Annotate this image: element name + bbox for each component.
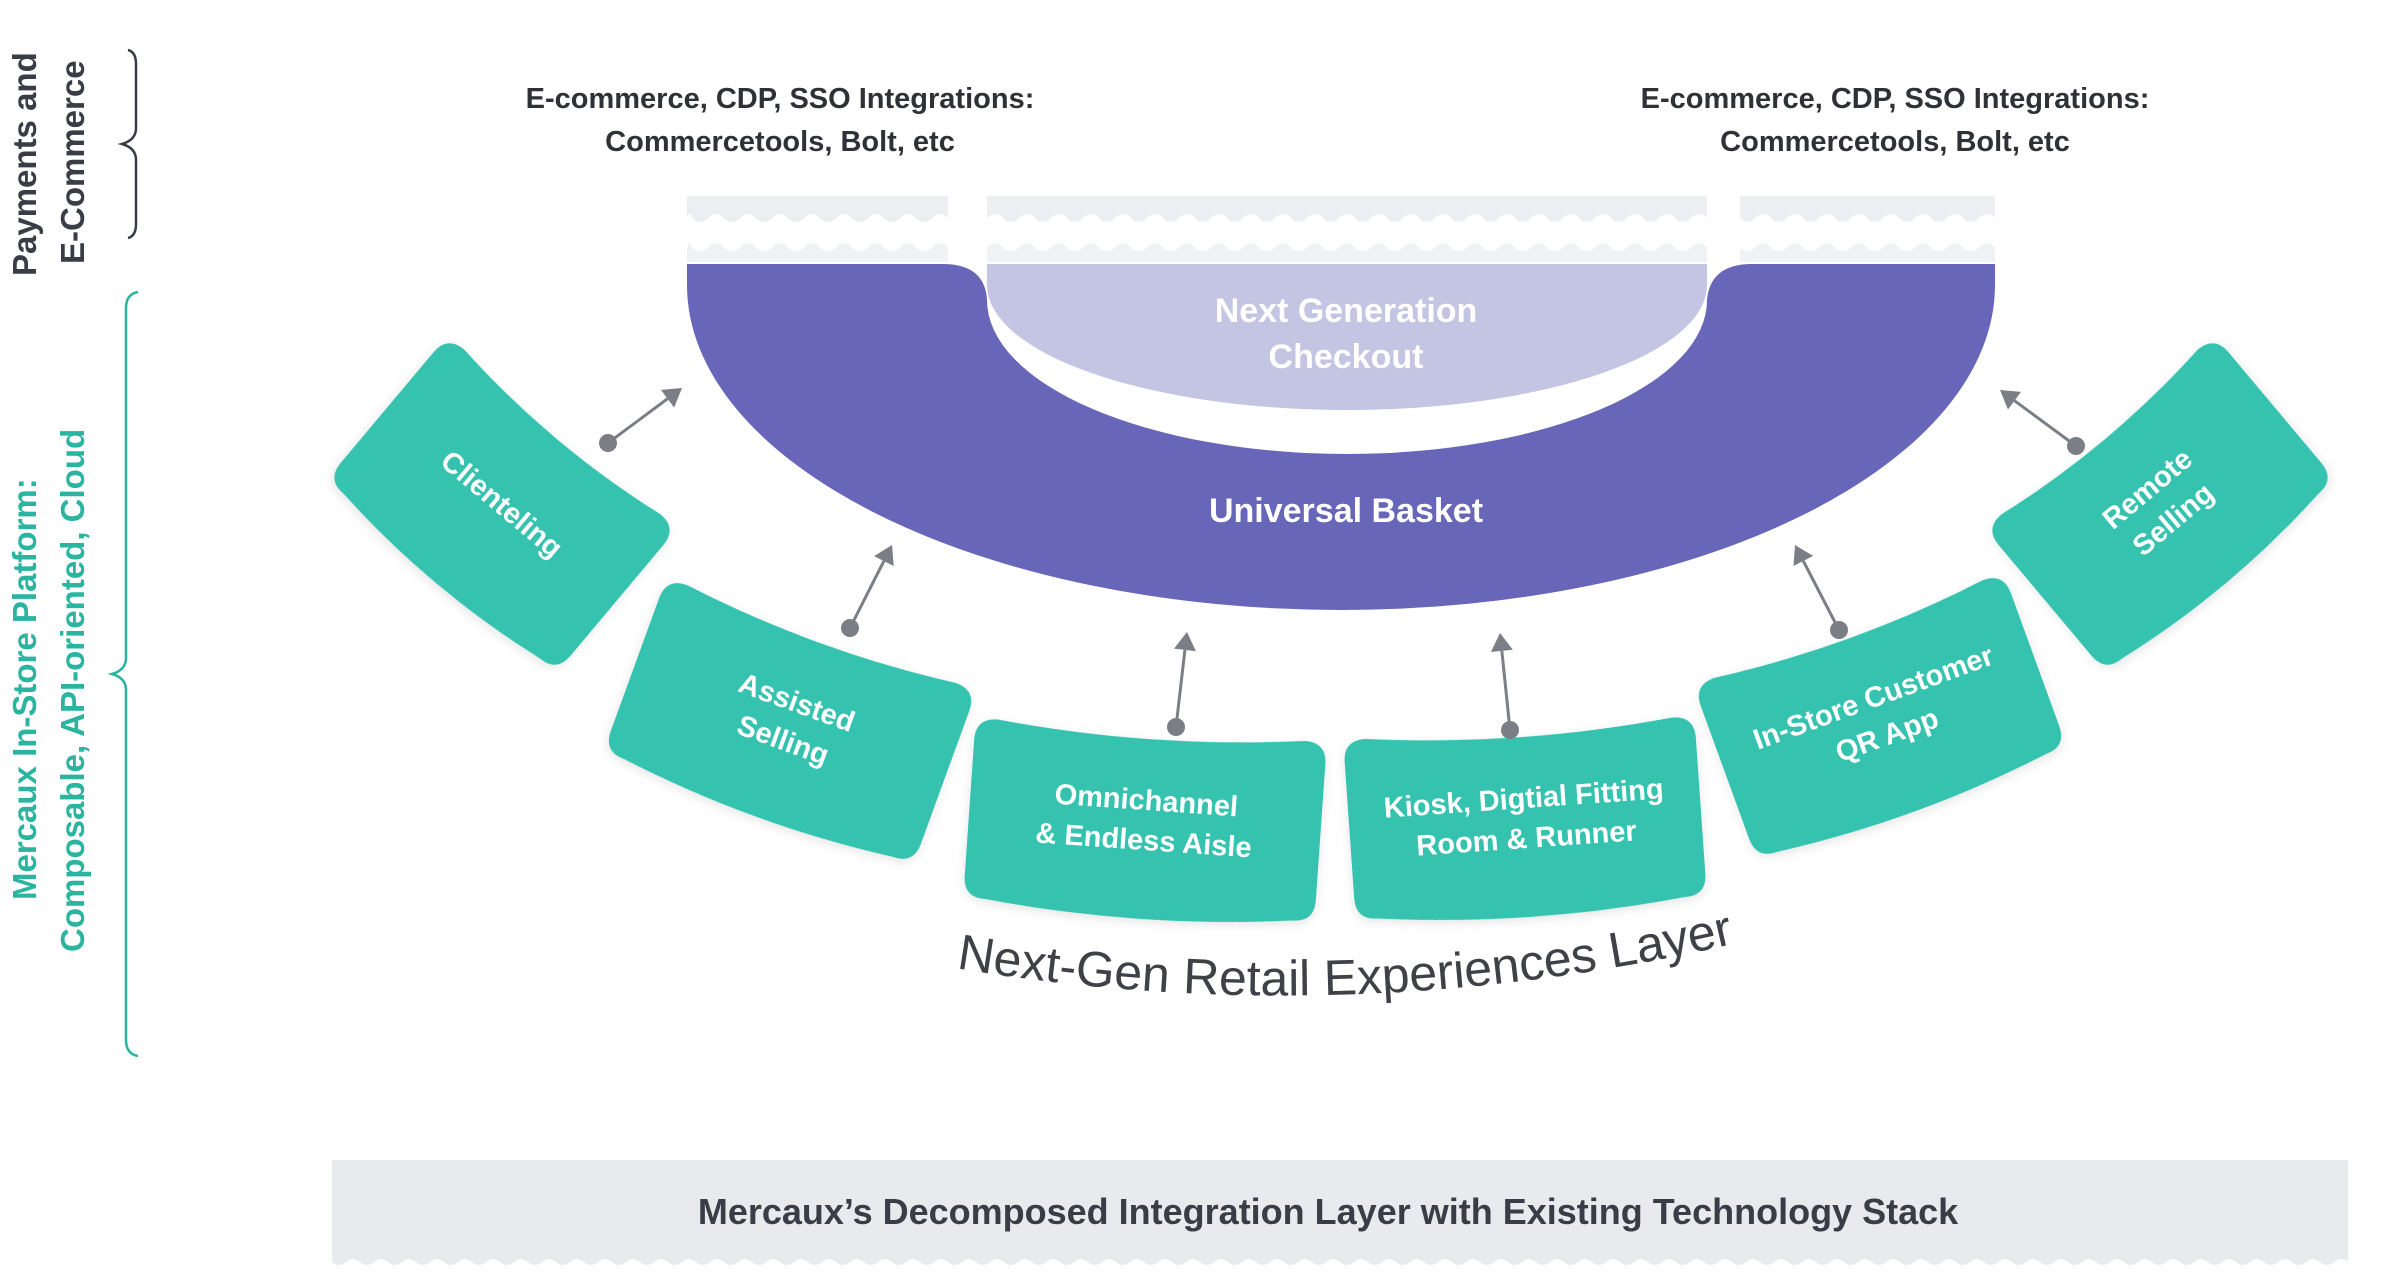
- experience-kiosk-card: [1344, 717, 1706, 920]
- arrow-line: [1174, 649, 1187, 728]
- arrow-head: [1490, 633, 1513, 653]
- wave-strips: [687, 196, 1995, 262]
- checkout-label-line2: Checkout: [1269, 338, 1424, 376]
- arrow-line: [1500, 650, 1512, 731]
- experience-remote-selling-card: [1992, 343, 2328, 665]
- arrow-dot: [2067, 437, 2085, 455]
- arrow-head: [660, 388, 682, 408]
- payments-label-line1: Payments and: [6, 52, 43, 276]
- arrow-head: [2000, 390, 2022, 410]
- arrow-dot: [1501, 721, 1519, 739]
- experience-assisted-selling-card: [608, 583, 972, 859]
- arrow-head: [1793, 545, 1814, 567]
- arrow-line: [607, 397, 669, 445]
- checkout-label-line1: Next Generation: [1215, 292, 1478, 330]
- wave-strip-center-lower: [987, 243, 1707, 262]
- arrow-2: [841, 545, 894, 637]
- experience-omnichannel-card: [964, 719, 1326, 922]
- integration-left-line1: E-commerce, CDP, SSO Integrations:: [526, 83, 1035, 115]
- experiences-layer-label: Next-Gen Retail Experiences Layer: [954, 900, 1737, 1007]
- integration-layer-bar: [332, 1160, 2348, 1265]
- arrow-dot: [599, 434, 617, 452]
- integration-layer-label: Mercaux’s Decomposed Integration Layer w…: [698, 1191, 1959, 1232]
- arrow-head: [874, 545, 894, 567]
- arrow-line: [1801, 560, 1841, 631]
- arrow-dot: [1830, 621, 1848, 639]
- universal-basket-label: Universal Basket: [1209, 492, 1483, 530]
- integration-right-line2: Commercetools, Bolt, etc: [1720, 126, 2070, 158]
- arrow-6: [2000, 390, 2085, 455]
- arrow-5: [1793, 545, 1848, 639]
- arrow-dot: [1167, 718, 1185, 736]
- wave-strip-right: [1740, 196, 1995, 222]
- checkout-shape: [987, 264, 1707, 410]
- wave-strip-center: [987, 196, 1707, 222]
- wave-strip-right-lower: [1740, 243, 1995, 262]
- side-labels: Payments and E-Commerce Mercaux In-Store…: [6, 48, 139, 1058]
- wave-strip-left-lower: [687, 243, 948, 262]
- arrow-1: [599, 388, 682, 452]
- integration-right-line1: E-commerce, CDP, SSO Integrations:: [1641, 83, 2150, 115]
- top-bracket: [117, 48, 138, 240]
- arrow-line: [848, 560, 886, 629]
- payments-label-line2: E-Commerce: [54, 60, 91, 264]
- arrow-line: [2013, 399, 2077, 448]
- experiences-layer-label-text: Next-Gen Retail Experiences Layer: [954, 900, 1737, 1007]
- arrow-head: [1174, 632, 1196, 652]
- experience-omnichannel: Omnichannel& Endless Aisle: [964, 719, 1326, 922]
- integration-left-line2: Commercetools, Bolt, etc: [605, 126, 955, 158]
- experience-in-store-qr-card: [1698, 578, 2062, 854]
- connector-arrows: [599, 388, 2085, 739]
- platform-label-line2: Composable, API-oriented, Cloud: [54, 429, 91, 952]
- bottom-bracket: [107, 290, 139, 1058]
- integrations-left: E-commerce, CDP, SSO Integrations: Comme…: [526, 83, 1035, 158]
- experience-clienteling: Clienteling: [334, 343, 670, 665]
- integrations-right: E-commerce, CDP, SSO Integrations: Comme…: [1641, 83, 2150, 158]
- experience-clienteling-card: [334, 343, 670, 665]
- arrow-dot: [841, 619, 859, 637]
- universal-basket-shape: [687, 264, 1995, 610]
- arrow-3: [1167, 632, 1196, 736]
- platform-label-line1: Mercaux In-Store Platform:: [6, 478, 43, 900]
- wave-strip-left: [687, 196, 948, 222]
- arrow-4: [1490, 633, 1519, 739]
